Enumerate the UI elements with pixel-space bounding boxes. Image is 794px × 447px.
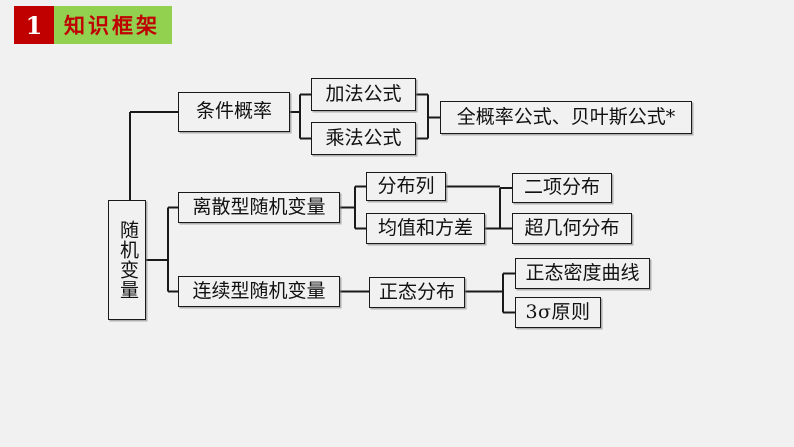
node-random-variable[interactable]: 随机变量 <box>108 200 146 320</box>
node-distribution-list[interactable]: 分布列 <box>366 172 446 201</box>
node-hypergeometric-distribution[interactable]: 超几何分布 <box>512 213 632 244</box>
section-number: 1 <box>14 6 54 44</box>
section-title: 知识框架 <box>54 6 172 44</box>
node-multiplication-formula[interactable]: 乘法公式 <box>311 122 416 155</box>
node-conditional-probability[interactable]: 条件概率 <box>178 92 290 132</box>
node-normal-distribution[interactable]: 正态分布 <box>369 277 465 308</box>
node-addition-formula[interactable]: 加法公式 <box>311 78 416 111</box>
node-mean-and-variance[interactable]: 均值和方差 <box>366 213 485 244</box>
node-continuous-random-variable[interactable]: 连续型随机变量 <box>178 276 340 307</box>
section-banner: 1 知识框架 <box>14 6 172 44</box>
node-total-probability-bayes-formula[interactable]: 全概率公式、贝叶斯公式* <box>440 101 692 134</box>
node-binomial-distribution[interactable]: 二项分布 <box>512 173 612 203</box>
node-normal-density-curve[interactable]: 正态密度曲线 <box>515 258 650 289</box>
node-discrete-random-variable[interactable]: 离散型随机变量 <box>178 192 340 223</box>
node-three-sigma-rule[interactable]: 3σ原则 <box>515 297 601 328</box>
